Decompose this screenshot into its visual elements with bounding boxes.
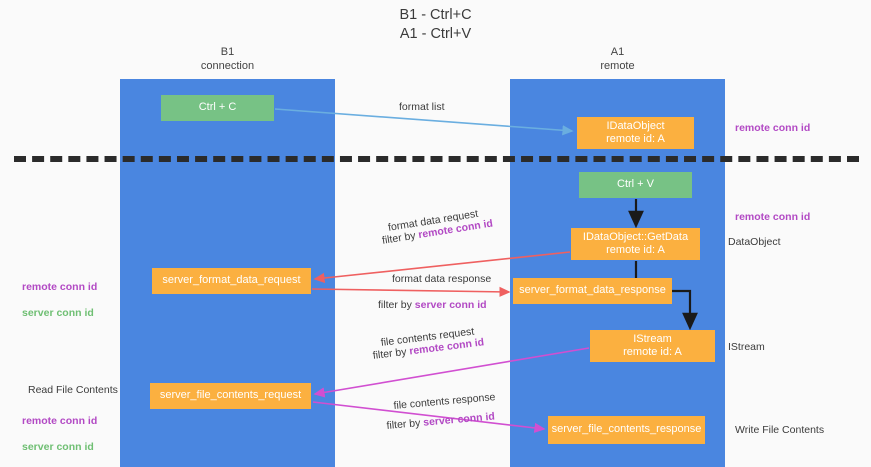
edge-label-format-data-response-filter: filter by server conn id — [378, 298, 487, 312]
edge-label-format-list: format list — [399, 101, 445, 113]
annotation-write-file-contents: Write File Contents — [735, 424, 825, 436]
node-server-format-data-response[interactable]: server_format_data_response — [513, 278, 672, 304]
annotation-read-file-contents: Read File Contents — [28, 384, 118, 396]
lane-header-b1: B1 connection — [200, 46, 255, 72]
filter-prefix: filter by — [378, 299, 415, 311]
annotation-left-conn-ids: remote conn id server conn id — [22, 268, 97, 333]
annotation-left-remote-conn-id: remote conn id — [22, 281, 98, 293]
edge-label-file-contents-response-filter: filter by server conn id — [386, 410, 495, 433]
edge-label-file-contents-response: file contents response — [393, 391, 496, 412]
annotation-istream: IStream — [728, 341, 765, 353]
filter-prefix: filter by — [372, 345, 411, 362]
annotation-left-conn-ids-2: remote conn id server conn id — [22, 402, 97, 467]
node-server-file-contents-response[interactable]: server_file_contents_response — [548, 416, 705, 444]
lane-header-a1: A1 remote — [600, 46, 635, 72]
filter-prefix: filter by — [386, 416, 424, 432]
node-server-format-data-request[interactable]: server_format_data_request — [152, 268, 311, 294]
filter-key-server-conn-id: server conn id — [422, 410, 496, 429]
annotation-dataobject: DataObject — [728, 236, 781, 248]
node-idataobject[interactable]: IDataObject remote id: A — [577, 117, 694, 149]
edge-label-format-data-response: format data response — [392, 273, 492, 285]
annotation-left-server-conn-id-2: server conn id — [22, 441, 94, 453]
node-idataobject-getdata[interactable]: IDataObject::GetData remote id: A — [571, 228, 700, 260]
node-ctrl-v[interactable]: Ctrl + V — [579, 172, 692, 198]
annotation-left-server-conn-id: server conn id — [22, 307, 94, 319]
edge-format-data-response — [311, 286, 511, 297]
annotation-remote-conn-id-mid: remote conn id — [735, 211, 811, 223]
filter-prefix: filter by — [381, 229, 420, 247]
annotation-remote-conn-id-top: remote conn id — [735, 122, 811, 134]
diagram-title: B1 - Ctrl+C A1 - Ctrl+V — [399, 7, 472, 42]
annotation-left-remote-conn-id-2: remote conn id — [22, 415, 98, 427]
node-istream[interactable]: IStream remote id: A — [590, 330, 715, 362]
dashed-divider — [14, 156, 859, 162]
node-server-file-contents-request[interactable]: server_file_contents_request — [150, 383, 311, 409]
node-ctrl-c[interactable]: Ctrl + C — [161, 95, 274, 121]
filter-key-server-conn-id: server conn id — [414, 299, 487, 311]
